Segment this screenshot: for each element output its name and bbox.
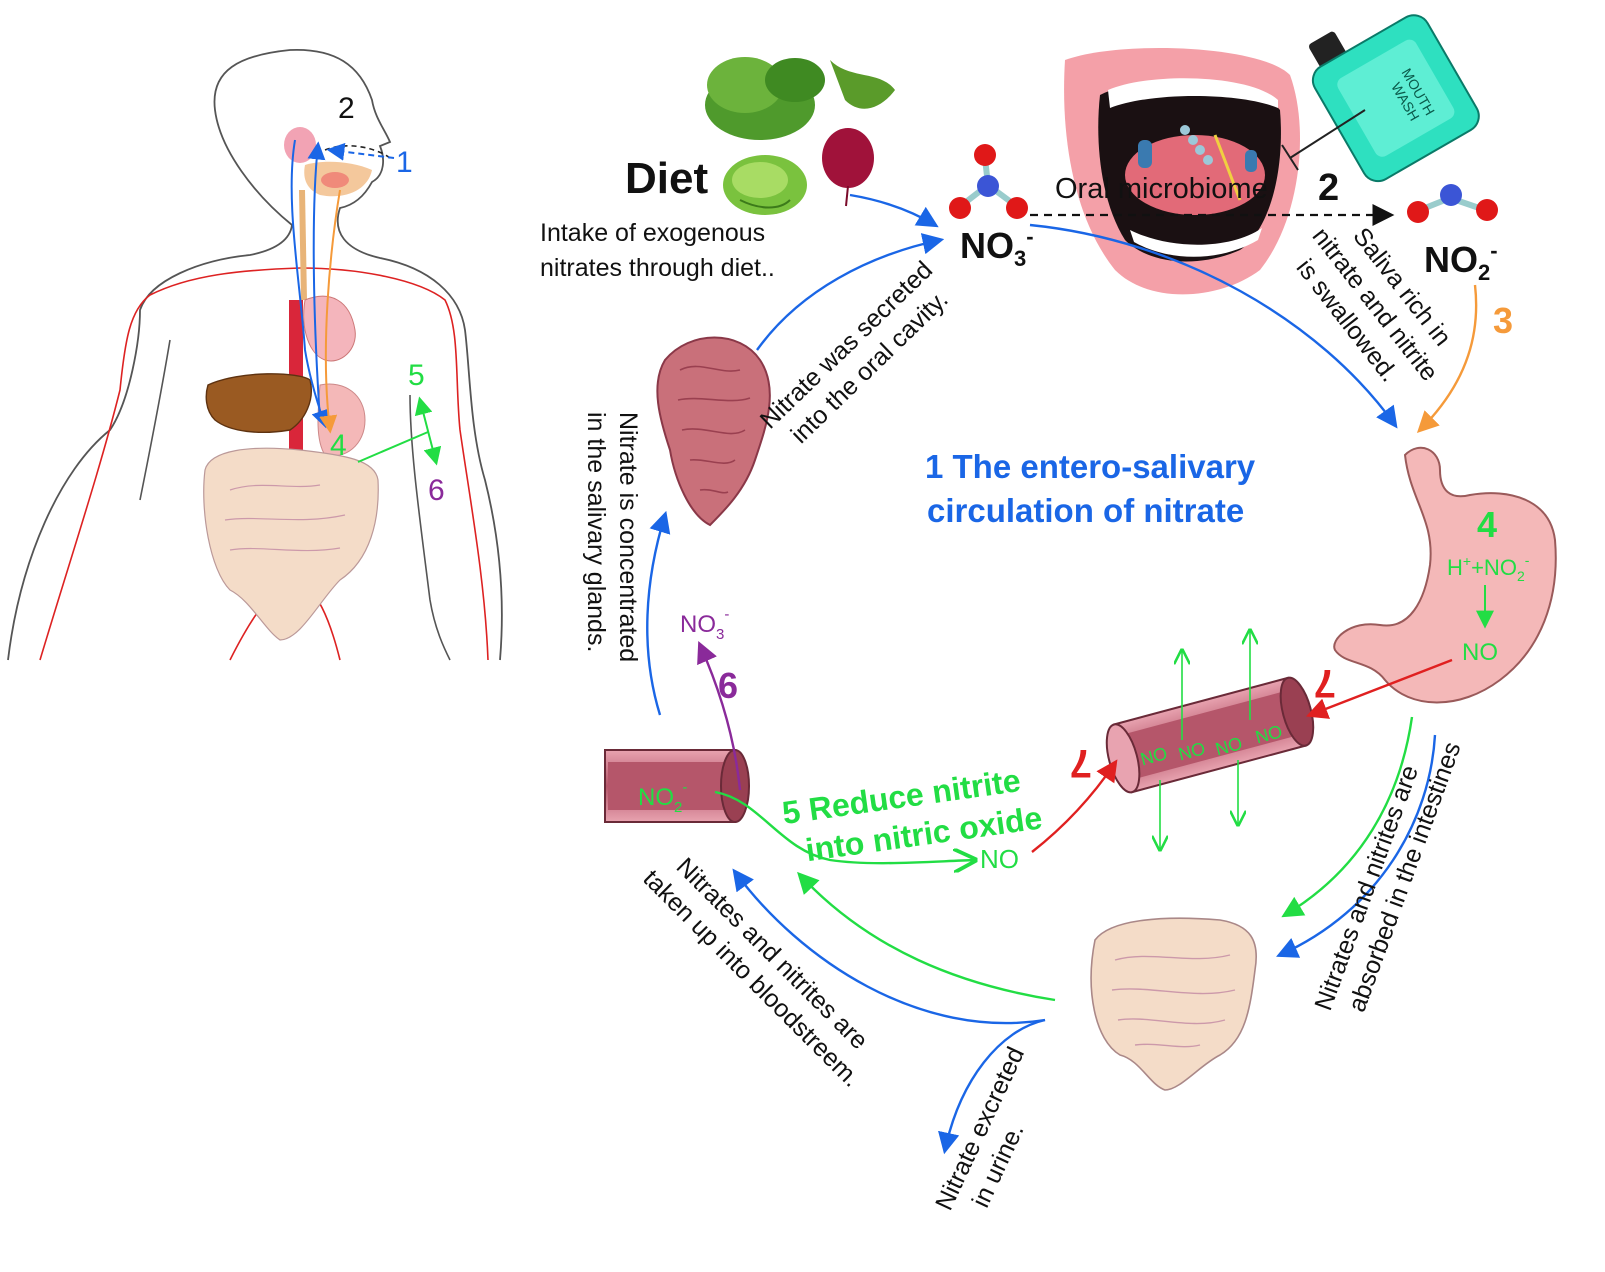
esophagus bbox=[299, 189, 307, 301]
arrow-stomach-to-intestine-blue bbox=[1276, 734, 1437, 958]
body-green-line bbox=[357, 431, 429, 463]
body-blue-path bbox=[290, 139, 329, 429]
svg-text:in the salivary glands.: in the salivary glands. bbox=[582, 412, 610, 652]
no3-oxygen-left bbox=[949, 197, 971, 219]
arrow-diet-to-no3 bbox=[849, 193, 939, 228]
body-dashed-1 bbox=[324, 145, 391, 159]
svg-text:Nitrates and nitrites are: Nitrates and nitrites are bbox=[671, 852, 874, 1055]
diet-text-line2: nitrates through diet.. bbox=[540, 254, 775, 282]
vessel-left-no2: NO2- bbox=[638, 779, 687, 816]
mouthwash-bottle: MOUTH WASH bbox=[1309, 14, 1480, 183]
no3-formula: NO3- bbox=[960, 224, 1034, 271]
diet-title: Diet bbox=[625, 154, 708, 203]
center-title-line1: 1 The entero-salivary bbox=[925, 448, 1256, 485]
body-label-6: 6 bbox=[428, 474, 445, 507]
arrow-stomach-to-intestine-green bbox=[1281, 716, 1414, 918]
svg-text:Nitrate is concentrated: Nitrate is concentrated bbox=[614, 412, 642, 662]
step-4-label: 4 bbox=[1477, 504, 1497, 545]
heart bbox=[303, 295, 356, 362]
artery-right bbox=[299, 267, 489, 661]
absorbed-text: Nitrates and nitrites are absorbed in th… bbox=[1309, 738, 1466, 1015]
body-orange-path bbox=[319, 189, 341, 434]
step-7-left: 7 bbox=[1070, 741, 1092, 785]
body-label-2: 2 bbox=[338, 92, 355, 125]
no2-formula: NO2- bbox=[1424, 238, 1498, 285]
salivary-gland-small bbox=[284, 127, 316, 163]
no3-purple-label: NO3- bbox=[680, 606, 729, 643]
diet-text-line1: Intake of exogenous bbox=[540, 219, 765, 247]
stomach-no: NO bbox=[1462, 639, 1498, 666]
intestines-small bbox=[203, 447, 379, 641]
no3-molecule bbox=[949, 144, 1028, 219]
beet bbox=[822, 128, 874, 188]
body-label-5: 5 bbox=[408, 359, 425, 392]
center-title-line2: circulation of nitrate bbox=[927, 492, 1244, 529]
human-body-illustration: 2 1 5 4 6 bbox=[7, 49, 503, 661]
arrow-to-urine bbox=[938, 1018, 1046, 1155]
body-blue-dash bbox=[326, 142, 395, 161]
body-label-1: 1 bbox=[396, 146, 413, 179]
step-6-label: 6 bbox=[718, 665, 738, 706]
vessel-left bbox=[604, 749, 750, 823]
svg-text:taken up into bloodstreem.: taken up into bloodstreem. bbox=[638, 864, 866, 1092]
body-green-double-arrow bbox=[414, 396, 442, 466]
vessel-right bbox=[1105, 676, 1315, 794]
oral-cavity bbox=[321, 172, 349, 188]
stomach-reaction: H++NO2- bbox=[1447, 552, 1530, 584]
arrow-vessel-to-gland bbox=[646, 510, 671, 716]
intestine-coils bbox=[224, 484, 346, 552]
arrow-vessel-to-no3-purple bbox=[697, 641, 742, 791]
arm-right-inner bbox=[409, 394, 451, 661]
secreted-text: Nitrate was secreted into the oral cavit… bbox=[755, 256, 954, 449]
step-3-label: 3 bbox=[1493, 300, 1513, 341]
reduce-no-label: NO bbox=[980, 844, 1019, 874]
no2-nitrogen bbox=[1440, 184, 1462, 206]
arrow-intestine-to-bloodstream-blue bbox=[732, 868, 1046, 1025]
stomach-illustration bbox=[1333, 446, 1557, 704]
salivary-gland bbox=[656, 336, 771, 527]
arrow-no-to-vessel bbox=[1031, 759, 1118, 853]
arrow-no2-to-stomach bbox=[1416, 284, 1478, 434]
arrow-intestine-to-bloodstream-green bbox=[797, 871, 1056, 1002]
body-outline bbox=[7, 49, 503, 661]
concentrated-text: Nitrate is concentrated in the salivary … bbox=[582, 412, 642, 662]
body-blue-path-2 bbox=[307, 141, 326, 421]
step-2-label: 2 bbox=[1318, 167, 1339, 209]
oral-microbiome-label: Oral microbiome bbox=[1055, 173, 1268, 205]
arrow-no3-to-stomach bbox=[1029, 223, 1398, 429]
artery-left bbox=[39, 267, 301, 661]
no3-oxygen-right bbox=[1006, 197, 1028, 219]
mouthwash-inhibit-line bbox=[1281, 109, 1366, 171]
no2-molecule bbox=[1407, 184, 1498, 223]
mouth-illustration bbox=[1064, 48, 1300, 295]
liver bbox=[205, 373, 312, 433]
no2-oxygen-left bbox=[1407, 201, 1429, 223]
no3-nitrogen bbox=[977, 175, 999, 197]
intestines-illustration bbox=[1090, 917, 1257, 1091]
arm-left-inner bbox=[139, 339, 171, 501]
no2-oxygen-right bbox=[1476, 199, 1498, 221]
arrow-stomach-no-to-vessel bbox=[1305, 658, 1453, 719]
arrow-no2-to-no bbox=[714, 790, 975, 863]
vegetables-illustration bbox=[705, 57, 895, 215]
saliva-text: Saliva rich in nitrate and nitrite is sw… bbox=[1291, 222, 1457, 387]
arrow-gland-to-no3 bbox=[756, 233, 945, 351]
step-7-right: 7 bbox=[1314, 661, 1336, 705]
uptake-text: Nitrates and nitrites are taken up into … bbox=[638, 852, 874, 1092]
body-label-4: 4 bbox=[330, 429, 347, 462]
vessel-right-diffusion-arrows bbox=[1160, 630, 1250, 850]
no3-oxygen-top bbox=[974, 144, 996, 166]
